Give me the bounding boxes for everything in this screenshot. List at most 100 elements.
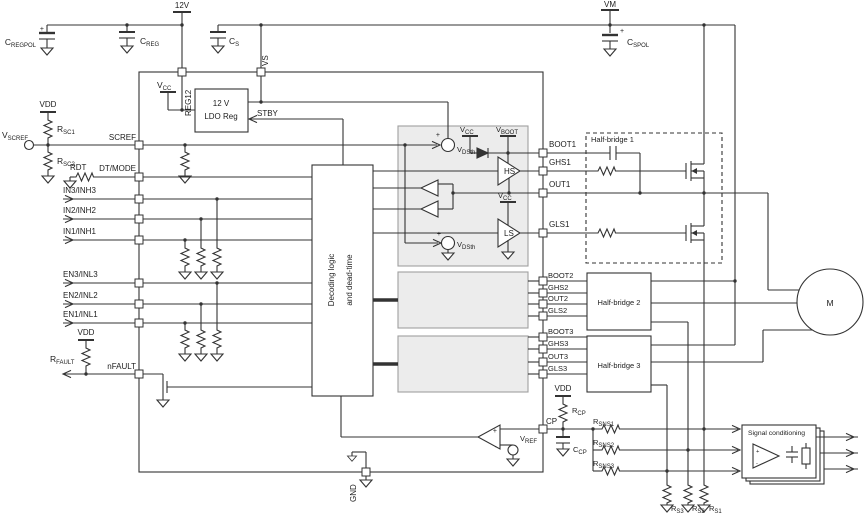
- pin-label-gls1: GLS1: [549, 220, 570, 229]
- pin-label-ghs1: GHS1: [549, 158, 571, 167]
- cregpol-sub: REGPOL: [11, 43, 37, 49]
- decode-line2: and dead-time: [345, 254, 354, 306]
- label-cspol: CSPOL: [627, 37, 650, 49]
- label-vdsth-top: VDSth: [457, 145, 475, 156]
- input-lines: [63, 194, 135, 328]
- label-rs2: RS2: [692, 504, 705, 515]
- label-cs: CS: [229, 36, 239, 48]
- pin-label-vs: VS: [261, 55, 270, 66]
- pin-boot2: [538, 276, 548, 286]
- pin-label-ghs2: GHS2: [548, 283, 568, 292]
- comparator-plus: +: [493, 428, 497, 435]
- label-creg: CREG: [140, 36, 159, 48]
- pin-label-en3: EN3/INL3: [63, 270, 98, 279]
- level-shift-comp-2: [419, 200, 439, 218]
- pin-label-in1: IN1/INH1: [63, 227, 96, 236]
- cap-creg: [119, 25, 135, 54]
- label-rsns3: RSNS3: [593, 459, 615, 470]
- vdsth-top-plus: +: [436, 132, 440, 139]
- label-half-bridge-2: Half-bridge 2: [598, 298, 641, 307]
- vds-monitor-bottom: [440, 235, 456, 251]
- pin-boot1: [538, 148, 548, 158]
- pin-out3: [538, 357, 548, 367]
- gate-driver-block-3: [397, 335, 529, 393]
- label-12v: 12V: [175, 1, 190, 10]
- cregpol-main: C: [5, 37, 11, 47]
- pin-label-nfault: nFAULT: [107, 362, 136, 371]
- label-hs: HS: [504, 167, 515, 176]
- label-motor: M: [826, 298, 833, 308]
- pin-label-dtmode: DT/MODE: [99, 164, 136, 173]
- sense-comparator: [340, 396, 539, 467]
- pin-scref: [134, 140, 144, 150]
- pin-en1: [134, 318, 144, 328]
- pin-label-in3: IN3/INH3: [63, 186, 96, 195]
- low-side-fet: [685, 222, 705, 244]
- pin-label-out2: OUT2: [548, 294, 568, 303]
- label-vdd-3: VDD: [555, 384, 572, 393]
- cap-cspol: [602, 25, 618, 57]
- comparator-minus: -: [495, 444, 498, 451]
- gnd-pin-wiring: [347, 451, 373, 488]
- rdt-network: [63, 172, 135, 189]
- label-vdsth-bottom: VDSth: [457, 240, 475, 251]
- label-vcc-3: VCC: [498, 191, 512, 202]
- pin-label-gls3: GLS3: [548, 364, 567, 373]
- pin-boot3: [538, 332, 548, 342]
- cspol-plus: +: [620, 28, 624, 35]
- label-half-bridge-1: Half-bridge 1: [591, 135, 634, 144]
- label-stby: STBY: [257, 109, 279, 118]
- label-vdd-1: VDD: [40, 100, 57, 109]
- label-ccp: CCP: [573, 445, 587, 456]
- vref-source: [507, 444, 519, 456]
- reg12-external-network: [39, 11, 191, 68]
- pin-in3: [134, 194, 144, 204]
- pin-label-en1: EN1/INL1: [63, 310, 98, 319]
- pin-label-boot3: BOOT3: [548, 327, 573, 336]
- vm-supply: [601, 9, 619, 25]
- pin-gnd: [361, 467, 371, 477]
- opamp: [752, 443, 781, 469]
- ldo-line2: LDO Reg: [204, 112, 237, 121]
- pin-gls1: [538, 228, 548, 238]
- pin-gls2: [538, 311, 548, 321]
- pin-ghs2: [538, 288, 548, 298]
- label-ls: LS: [504, 229, 514, 238]
- label-vcc-2: VCC: [460, 125, 474, 136]
- pin-out2: [538, 299, 548, 309]
- high-side-fet: [685, 160, 705, 182]
- half-bridge-2-3: [528, 193, 813, 483]
- label-rfault: RFAULT: [50, 354, 75, 366]
- pin-label-en2: EN2/INL2: [63, 291, 98, 300]
- scref-divider: [23, 111, 135, 184]
- opamp-plus: +: [756, 449, 760, 455]
- level-shift-comp-1: [419, 179, 439, 197]
- pin-ghs3: [538, 344, 548, 354]
- pin-vs: [256, 67, 266, 77]
- pin-reg12: [177, 67, 187, 77]
- label-rs3: RS3: [671, 504, 684, 515]
- pin-label-reg12: REG12: [184, 89, 193, 116]
- gate-driver-block-2: [397, 271, 529, 329]
- pin-label-boot1: BOOT1: [549, 140, 577, 149]
- nfault-fet: [143, 373, 312, 408]
- label-vcc-1: VCC: [157, 80, 172, 92]
- vds-monitor-top: [440, 137, 456, 153]
- pin-label-out3: OUT3: [548, 352, 568, 361]
- pin-in2: [134, 214, 144, 224]
- pin-label-in2: IN2/INH2: [63, 206, 96, 215]
- pin-en3: [134, 278, 144, 288]
- vdsth-bottom-plus: +: [437, 231, 441, 238]
- internal-input-wiring: [143, 140, 441, 362]
- label-rsc1: RSC1: [57, 124, 75, 136]
- decode-block: [311, 164, 398, 397]
- ldo-section: [160, 76, 449, 165]
- decode-line1: Decoding logic: [327, 254, 336, 306]
- opamp-minus: -: [756, 461, 758, 467]
- pin-gls3: [538, 369, 548, 379]
- pin-in1: [134, 235, 144, 245]
- pin-label-gls2: GLS2: [548, 306, 567, 315]
- pin-label-scref: SCREF: [109, 133, 136, 142]
- label-vm: VM: [604, 0, 616, 9]
- label-vscref: VSCREF: [2, 130, 28, 142]
